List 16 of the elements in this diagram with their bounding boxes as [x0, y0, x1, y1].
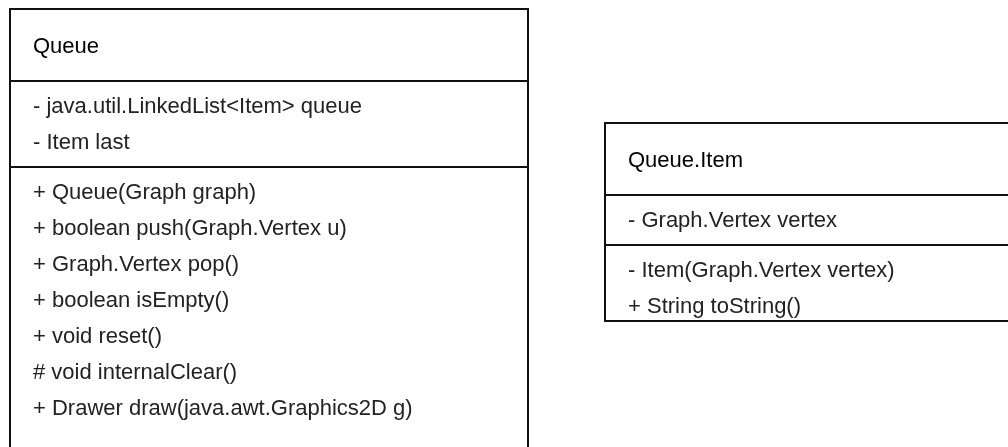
method-text: + boolean isEmpty() — [32, 286, 231, 314]
attribute-text: - Graph.Vertex vertex — [627, 206, 839, 234]
method-text: + boolean push(Graph.Vertex u) — [32, 214, 348, 242]
method-text: + Graph.Vertex pop() — [32, 250, 241, 278]
method-text: + Queue(Graph graph) — [32, 178, 258, 206]
class-box — [604, 122, 1008, 322]
method-text: - Item(Graph.Vertex vertex) — [627, 256, 896, 284]
method-text: + String toString() — [627, 292, 802, 320]
class-name: Queue — [32, 32, 101, 60]
attribute-text: - Item last — [32, 128, 131, 156]
attribute-text: - java.util.LinkedList<Item> queue — [32, 92, 363, 120]
method-text: + Drawer draw(java.awt.Graphics2D g) — [32, 394, 414, 422]
class-name: Queue.Item — [627, 146, 744, 174]
class-box — [9, 8, 529, 447]
method-text: # void internalClear() — [32, 358, 239, 386]
method-text: + void reset() — [32, 322, 163, 350]
